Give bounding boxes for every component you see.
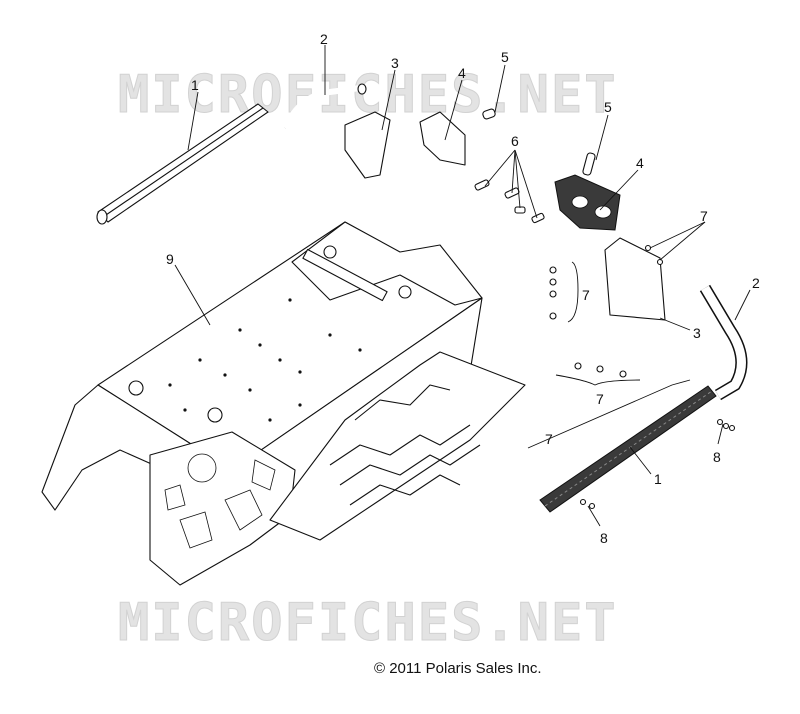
callout-bracket-left: 3: [391, 55, 399, 71]
callout-handle-right: 2: [752, 275, 760, 291]
bracket-right: [604, 237, 666, 321]
tunnel-boss-3: [323, 245, 337, 259]
callout-fasteners-rail-start: 8: [600, 530, 608, 546]
rivets-column: [549, 266, 557, 320]
tunnel-cutout-b: [179, 511, 213, 549]
callout-mount-left: 4: [458, 65, 466, 81]
tunnel-boss-4: [398, 285, 412, 299]
callout-rail-right: 1: [654, 471, 662, 487]
rail-right-body: [539, 385, 717, 513]
callout-rivets-column: 7: [582, 287, 590, 303]
callout-tunnel: 9: [166, 251, 174, 267]
tunnel-front-opening: [187, 453, 217, 483]
tunnel-rear-step: [291, 221, 483, 306]
tunnel-cutout-a: [224, 489, 263, 531]
rail-right: [539, 385, 717, 513]
callout-bolts: 6: [511, 133, 519, 149]
tunnel-boss-2: [207, 407, 223, 423]
callout-fasteners-rail-end: 8: [713, 449, 721, 465]
bracket-left: [344, 111, 391, 179]
rail-left: [96, 103, 269, 225]
callout-rivets-row: 7: [596, 391, 604, 407]
leader-lines: [174, 45, 751, 527]
tunnel-cutout-c: [251, 459, 276, 491]
fasteners-rail-end: [716, 418, 736, 432]
mount-left: [419, 111, 466, 166]
callout-pin-top: 5: [501, 49, 509, 65]
tunnel-cutout-d: [164, 484, 186, 511]
callout-mount-right: 4: [636, 155, 644, 171]
watermark-bottom: MICROFICHES.NET: [118, 593, 618, 653]
fasteners-rail-start: [579, 498, 596, 510]
pin-right: [582, 152, 596, 176]
rivets-row: [574, 362, 627, 378]
callout-handle-top: 2: [320, 31, 328, 47]
heat-exchanger-rib-2: [339, 444, 481, 486]
tunnel-heat-exchanger: [269, 351, 526, 541]
tunnel-assembly: [41, 221, 526, 586]
heat-exchanger-rib-3: [349, 474, 461, 506]
callout-rivets-bracket: 7: [700, 208, 708, 224]
handle-right: [699, 284, 748, 401]
copyright-notice: © 2011 Polaris Sales Inc.: [374, 660, 542, 677]
heat-exchanger-rib-1: [329, 424, 471, 466]
callout-rivets-rail: 7: [545, 431, 553, 447]
callout-labels: 1 2 3 4 5 6 5 4 7 2 7 3 9 7 7 8 1 8: [166, 31, 760, 546]
heat-exchanger-rib-4: [354, 384, 451, 421]
callout-bracket-right: 3: [693, 325, 701, 341]
callout-pin-right: 5: [604, 99, 612, 115]
handle-top: [282, 83, 367, 130]
watermark-top: MICROFICHES.NET: [118, 65, 618, 125]
tunnel-boss-1: [128, 380, 144, 396]
pin-top: [482, 108, 496, 120]
tunnel-rear-crossbar: [302, 248, 388, 302]
callout-rail-left: 1: [191, 77, 199, 93]
